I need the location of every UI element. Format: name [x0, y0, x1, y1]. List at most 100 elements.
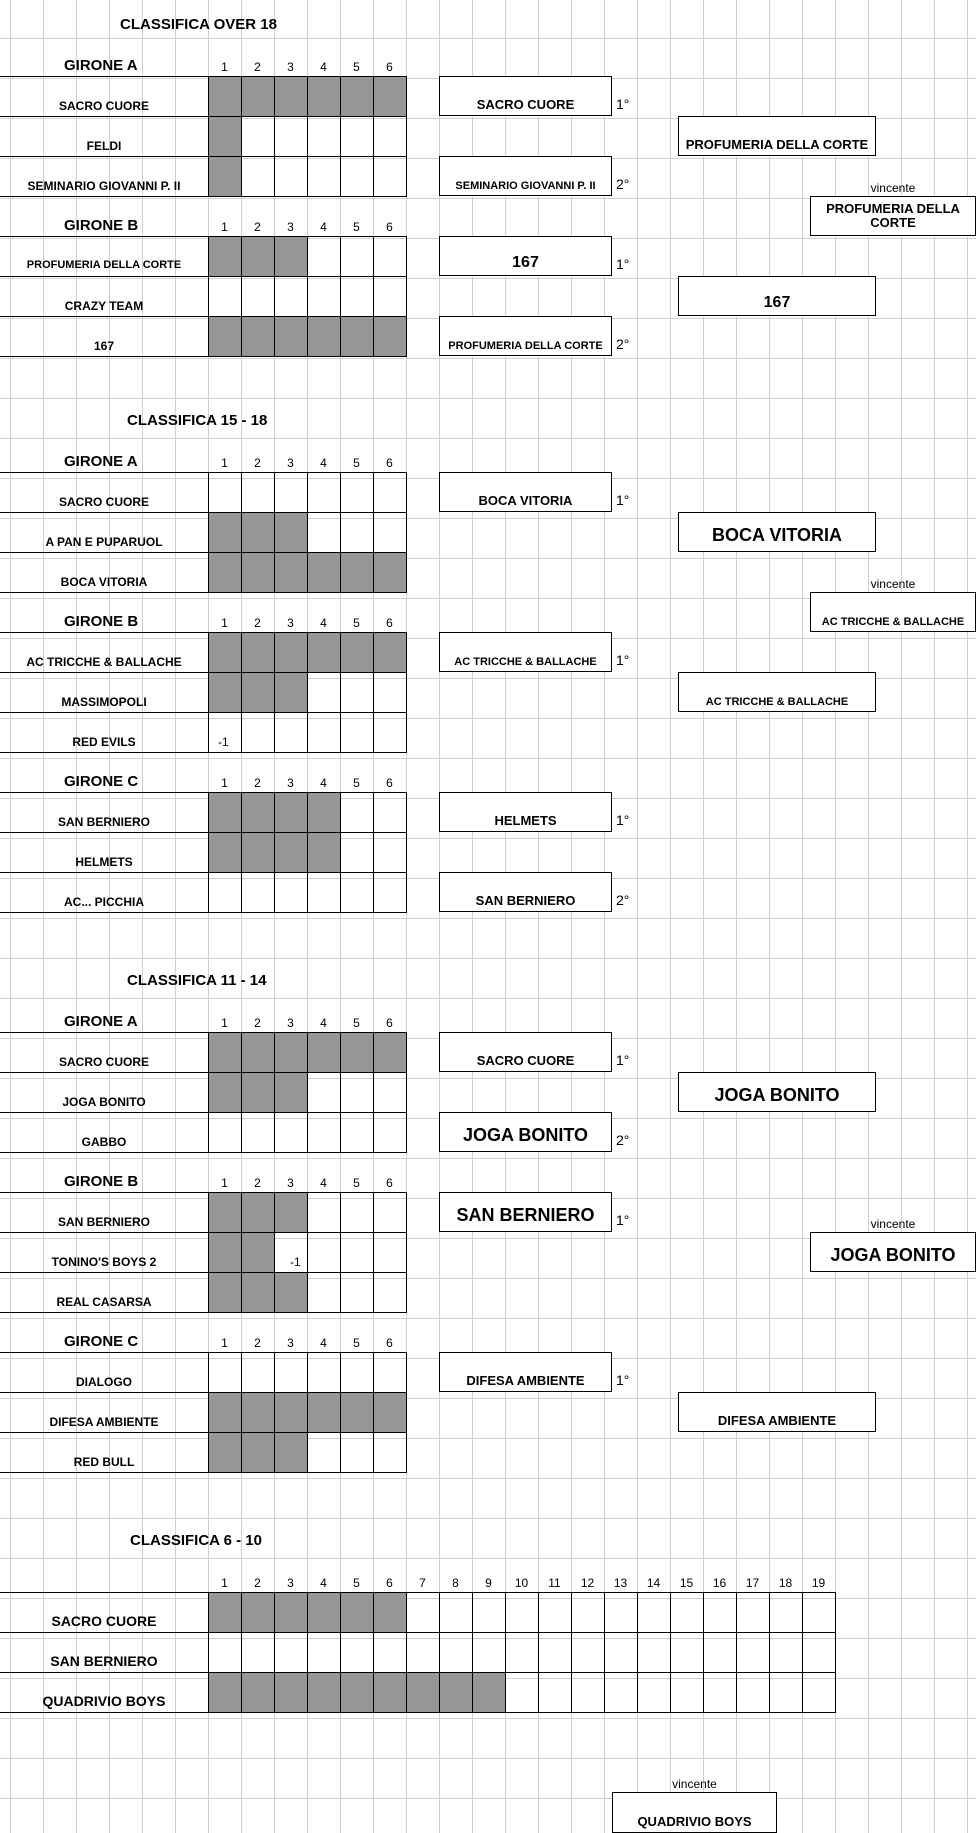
column-number: 5	[353, 1576, 360, 1590]
score-cell-filled	[241, 1672, 275, 1713]
column-number: 3	[287, 1336, 294, 1350]
column-number: 1	[221, 60, 228, 74]
score-cell-filled	[208, 672, 242, 713]
row-line	[0, 1312, 208, 1313]
score-cell-filled	[208, 1272, 242, 1313]
group-title: GIRONE C	[64, 1333, 139, 1350]
group-title: GIRONE A	[64, 453, 138, 470]
score-cell	[538, 1632, 572, 1673]
result-team: BOCA VITORIA	[478, 492, 573, 508]
score-cell	[274, 276, 308, 317]
score-cell-filled	[340, 632, 374, 673]
column-number: 4	[320, 1016, 327, 1030]
winner-box: QUADRIVIO BOYS	[612, 1792, 777, 1833]
score-cell	[208, 472, 242, 513]
score-cell	[373, 236, 407, 277]
score-cell-filled	[241, 236, 275, 277]
semifinal-team: AC TRICCHE & BALLACHE	[705, 695, 849, 708]
score-cell-filled	[274, 512, 308, 553]
score-cell	[307, 1632, 341, 1673]
score-cell-filled	[208, 76, 242, 117]
score-cell-filled	[307, 632, 341, 673]
row-line	[0, 1112, 208, 1113]
row-line	[0, 752, 208, 753]
score-cell	[472, 1592, 506, 1633]
score-cell-filled	[241, 792, 275, 833]
score-cell	[373, 1112, 407, 1153]
score-cell	[208, 872, 242, 913]
score-cell	[373, 116, 407, 157]
score-cell-filled	[241, 1592, 275, 1633]
column-number: 3	[287, 1576, 294, 1590]
score-cell	[241, 872, 275, 913]
score-cell	[637, 1592, 671, 1633]
result-team: DIFESA AMBIENTE	[466, 1372, 585, 1388]
group-result-box: PROFUMERIA DELLA CORTE	[439, 316, 612, 356]
group-title: GIRONE B	[64, 217, 139, 234]
column-number: 12	[580, 1576, 595, 1590]
score-cell-filled	[241, 1032, 275, 1073]
result-team: SAN BERNIERO	[456, 1205, 595, 1226]
row-line	[0, 1392, 208, 1393]
score-cell-filled	[208, 552, 242, 593]
group-result-box: SACRO CUORE	[439, 1032, 612, 1072]
score-cell	[307, 872, 341, 913]
column-number: 6	[386, 60, 393, 74]
column-number: 3	[287, 616, 294, 630]
team-name: RED BULL	[73, 1455, 135, 1469]
score-cell	[307, 156, 341, 197]
score-cell	[802, 1672, 836, 1713]
score-cell	[307, 1072, 341, 1113]
team-name: SACRO CUORE	[58, 1055, 149, 1069]
column-number: 4	[320, 60, 327, 74]
result-team: 167	[512, 254, 539, 272]
score-cell	[472, 1632, 506, 1673]
score-cell	[604, 1632, 638, 1673]
score-cell	[340, 792, 374, 833]
score-cell	[538, 1592, 572, 1633]
score-cell-filled	[241, 1392, 275, 1433]
column-number: 8	[452, 1576, 459, 1590]
penalty-note: -1	[218, 735, 229, 749]
score-cell-filled	[406, 1672, 440, 1713]
column-number: 2	[254, 1016, 261, 1030]
score-cell-filled	[373, 1592, 407, 1633]
score-cell	[241, 116, 275, 157]
column-number: 7	[419, 1576, 426, 1590]
rank-label: 2°	[616, 176, 630, 192]
column-number: 5	[353, 1336, 360, 1350]
column-number: 5	[353, 1176, 360, 1190]
score-cell-filled	[307, 1392, 341, 1433]
score-cell	[670, 1592, 704, 1633]
team-name: SAN BERNIERO	[50, 1653, 158, 1669]
winner-label: vincente	[870, 181, 916, 195]
winner-team: PROFUMERIA DELLA CORTE	[826, 200, 960, 230]
column-number: 4	[320, 776, 327, 790]
score-cell-filled	[340, 552, 374, 593]
team-name: SACRO CUORE	[58, 99, 149, 113]
row-line	[0, 1632, 208, 1633]
score-cell	[307, 1232, 341, 1273]
score-cell	[373, 1192, 407, 1233]
group-title: GIRONE A	[64, 1013, 138, 1030]
score-cell-filled	[439, 1672, 473, 1713]
team-name: AC... PICCHIA	[63, 895, 144, 909]
group-result-box: AC TRICCHE & BALLACHE	[439, 632, 612, 672]
row-line	[0, 1672, 208, 1673]
column-number: 3	[287, 60, 294, 74]
score-cell	[340, 116, 374, 157]
score-cell-filled	[208, 1432, 242, 1473]
winner-team: AC TRICCHE & BALLACHE	[821, 615, 965, 628]
score-cell-filled	[274, 1072, 308, 1113]
column-number: 13	[613, 1576, 628, 1590]
winner-box: AC TRICCHE & BALLACHE	[810, 592, 976, 632]
score-cell-filled	[208, 316, 242, 357]
score-cell-filled	[307, 1672, 341, 1713]
score-cell	[340, 1112, 374, 1153]
column-number: 6	[386, 1576, 393, 1590]
column-number: 2	[254, 776, 261, 790]
score-cell-filled	[274, 1272, 308, 1313]
score-cell-filled	[241, 1192, 275, 1233]
column-number: 4	[320, 456, 327, 470]
group-result-box: BOCA VITORIA	[439, 472, 612, 512]
